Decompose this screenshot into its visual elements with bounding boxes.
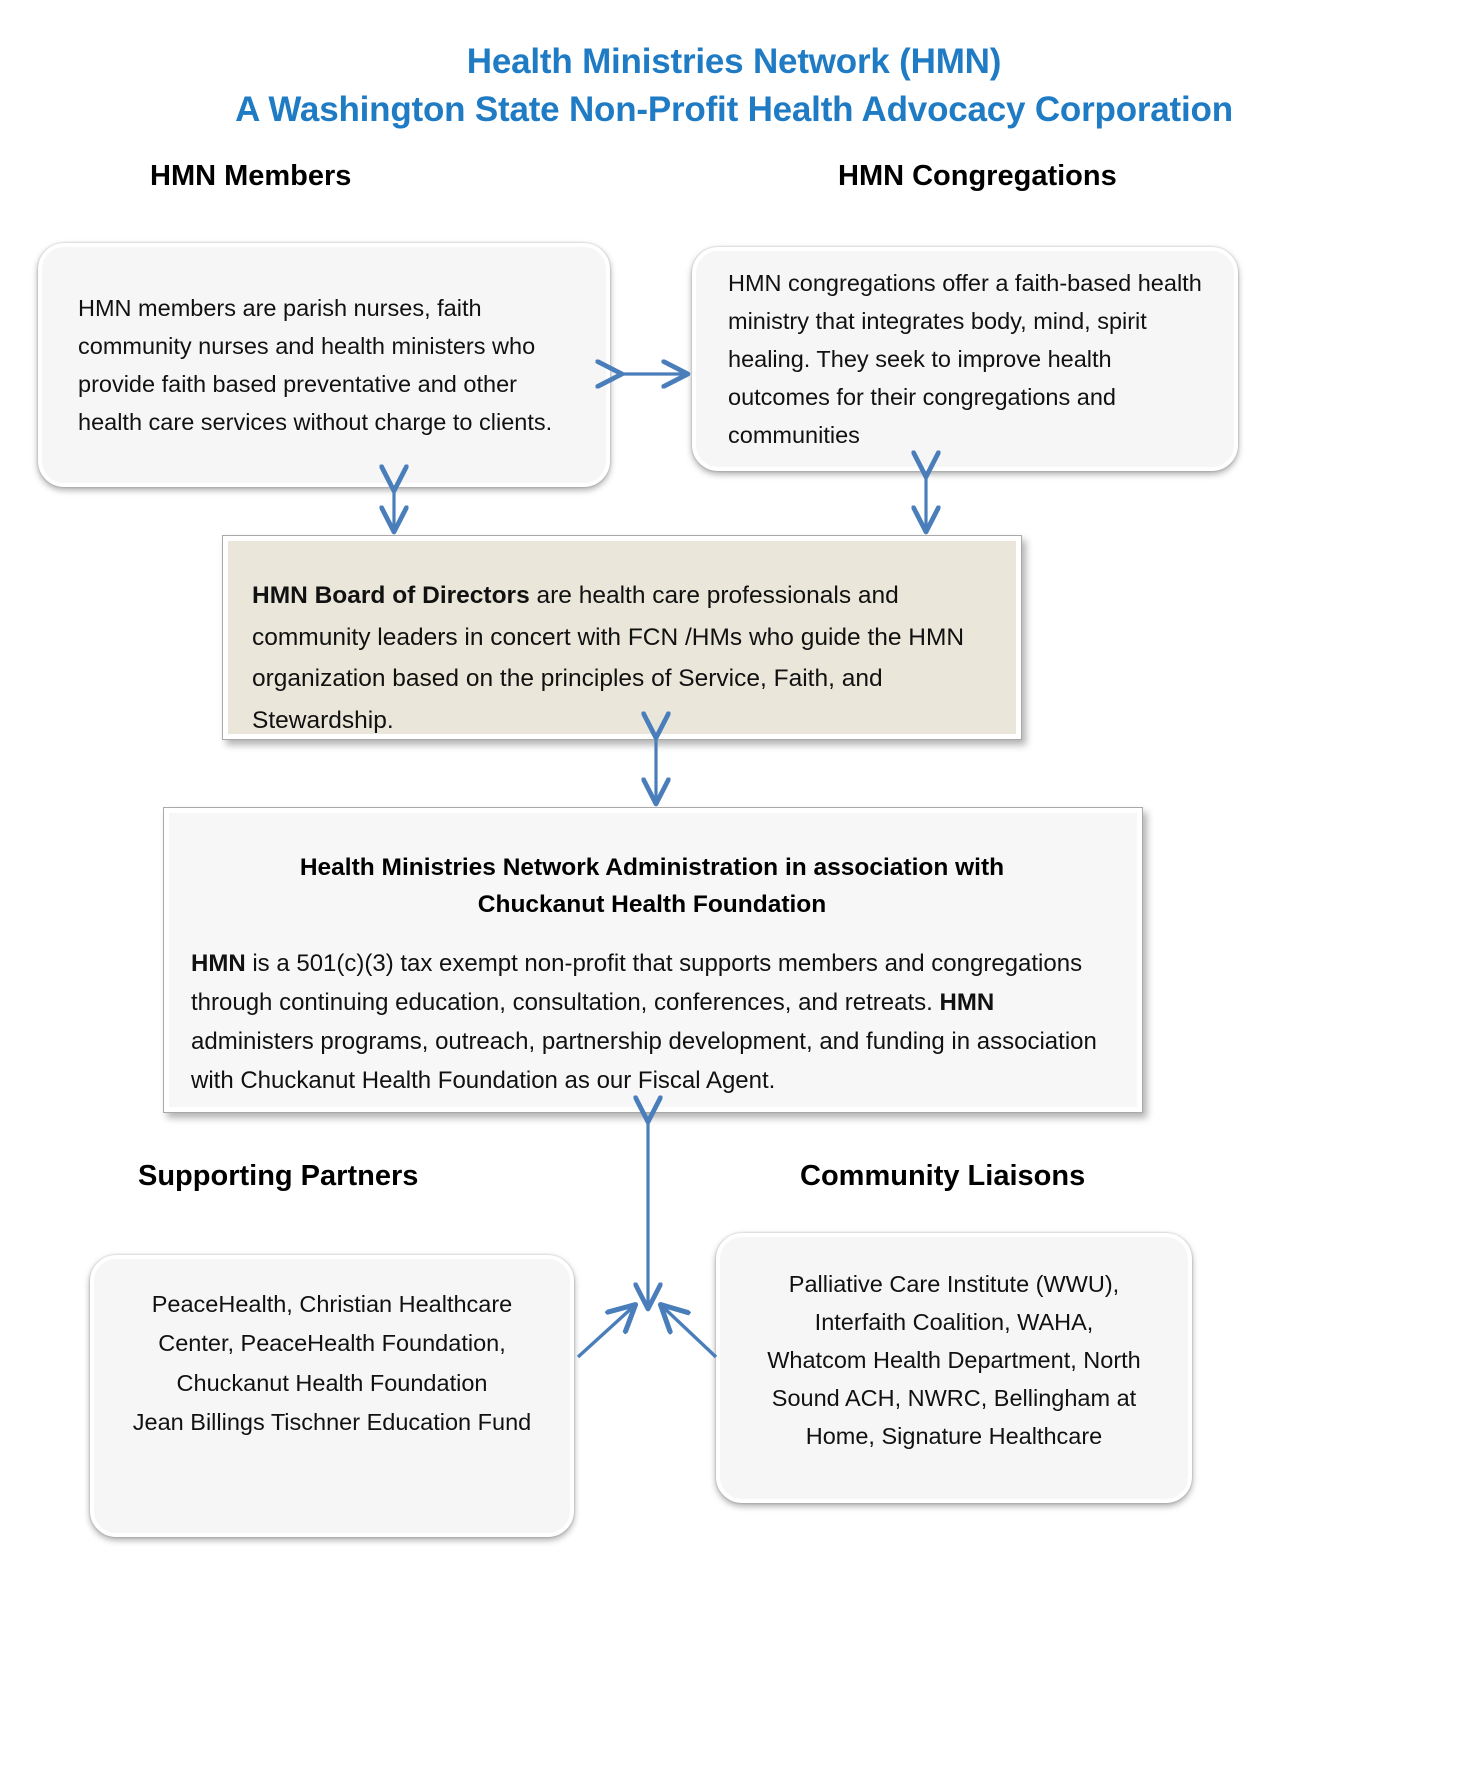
admin-body-text-1: is a 501(c)(3) tax exempt non-profit tha… [191, 950, 1083, 1017]
box-board-of-directors: HMN Board of Directors are health care p… [222, 535, 1022, 740]
page-title-line-2: A Washington State Non-Profit Health Adv… [235, 89, 1233, 129]
admin-body-bold-2: HMN [939, 989, 995, 1017]
box-administration-inner: Health Ministries Network Administration… [169, 813, 1137, 1107]
box-administration: Health Ministries Network Administration… [163, 807, 1143, 1113]
box-administration-heading-line-2: Chuckanut Health Foundation [477, 891, 827, 919]
board-lead-label: HMN Board of Directors [252, 582, 530, 609]
liaisons-line-5: Home, Signature Healthcare [805, 1423, 1103, 1450]
box-community-liaisons: Palliative Care Institute (WWU), Interfa… [716, 1233, 1192, 1503]
partners-line-4: Jean Billings Tischner Education Fund [132, 1409, 532, 1436]
arrow-liaisons-branch [662, 1306, 718, 1359]
heading-community-liaisons: Community Liaisons [800, 1160, 1086, 1192]
box-board-of-directors-text: HMN Board of Directors are health care p… [252, 575, 982, 742]
box-board-of-directors-inner: HMN Board of Directors are health care p… [228, 541, 1016, 734]
box-administration-body: HMN is a 501(c)(3) tax exempt non-profit… [191, 945, 1113, 1101]
arrow-partners-branch [576, 1306, 634, 1359]
liaisons-line-4: Sound ACH, NWRC, Bellingham at [771, 1385, 1137, 1412]
admin-body-bold-1: HMN [191, 950, 246, 978]
box-community-liaisons-text: Palliative Care Institute (WWU), Interfa… [720, 1237, 1188, 1455]
box-hmn-members-text: HMN members are parish nurses, faith com… [78, 294, 553, 436]
box-administration-heading: Health Ministries Network Administration… [191, 849, 1113, 923]
box-hmn-congregations: HMN congregations offer a faith-based he… [692, 247, 1238, 471]
heading-supporting-partners: Supporting Partners [138, 1160, 419, 1192]
liaisons-line-3: Whatcom Health Department, North [767, 1347, 1141, 1374]
page-title: Health Ministries Network (HMN) A Washin… [0, 38, 1468, 133]
partners-line-3: Chuckanut Health Foundation [176, 1369, 488, 1396]
admin-body-text-2: administers programs, outreach, partners… [191, 1028, 1097, 1095]
page-title-line-1: Health Ministries Network (HMN) [466, 42, 1002, 81]
partners-line-2: Center, PeaceHealth Foundation, [158, 1330, 506, 1357]
partners-line-1: PeaceHealth, Christian Healthcare [151, 1291, 513, 1317]
box-administration-heading-line-1: Health Ministries Network Administration… [299, 854, 1005, 881]
heading-hmn-congregations: HMN Congregations [838, 160, 1117, 192]
box-supporting-partners-text: PeaceHealth, Christian Healthcare Center… [94, 1259, 570, 1443]
liaisons-line-1: Palliative Care Institute (WWU), [788, 1271, 1120, 1297]
liaisons-line-2: Interfaith Coalition, WAHA, [814, 1309, 1094, 1336]
box-supporting-partners: PeaceHealth, Christian Healthcare Center… [90, 1255, 574, 1537]
heading-hmn-members: HMN Members [150, 160, 352, 192]
box-hmn-congregations-text: HMN congregations offer a faith-based he… [728, 269, 1202, 449]
box-hmn-members: HMN members are parish nurses, faith com… [38, 243, 610, 487]
board-body-text: are health care professionals and commun… [252, 582, 965, 734]
